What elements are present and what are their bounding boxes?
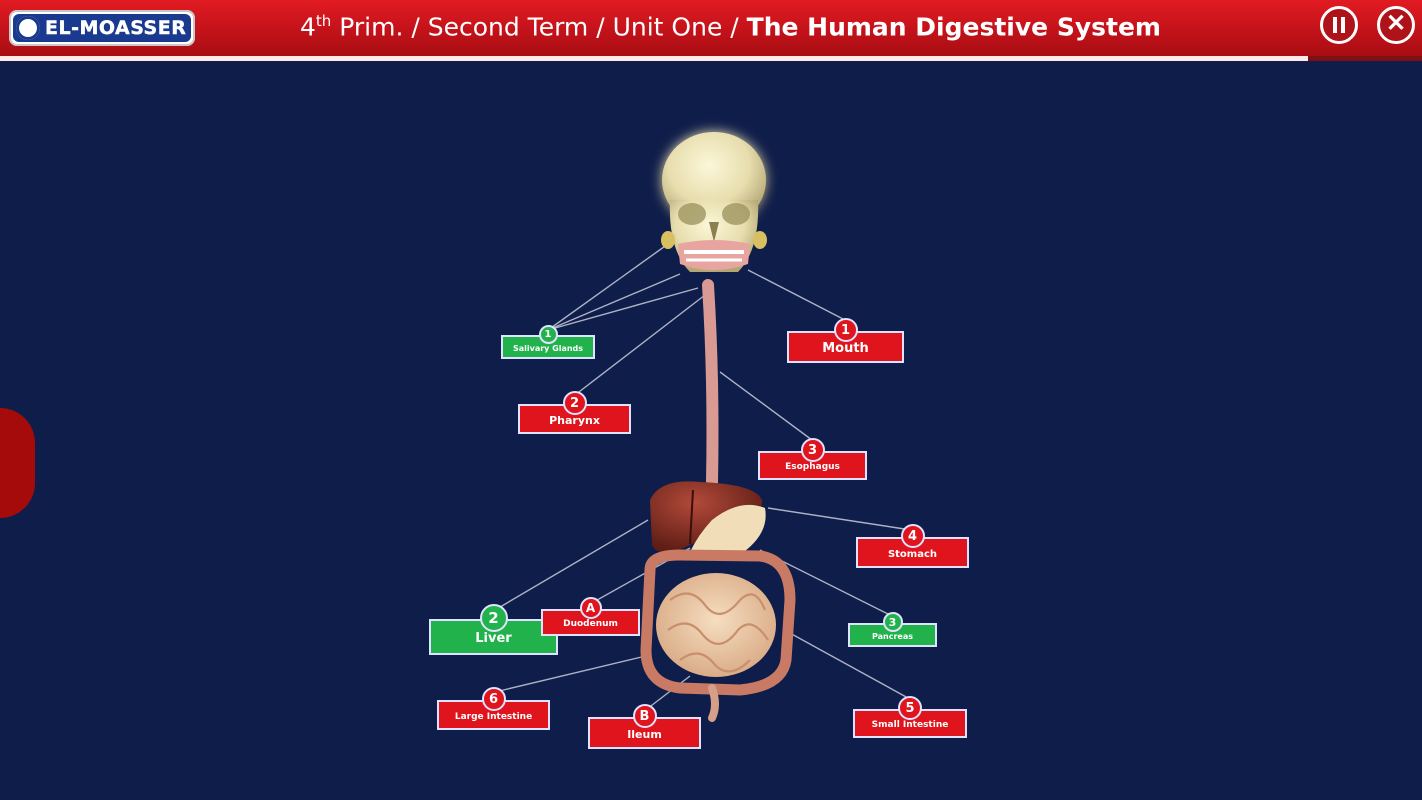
close-button[interactable]: ✕: [1377, 6, 1415, 44]
esophagus-illustration: [702, 279, 719, 488]
digestive-organs-illustration: [640, 481, 796, 722]
breadcrumb-grade: 4: [300, 12, 316, 42]
progress-bar: [0, 56, 1422, 61]
label-number-badge: 2: [562, 391, 587, 415]
breadcrumb-path: Prim. / Second Term / Unit One /: [331, 12, 747, 42]
pause-button[interactable]: [1320, 6, 1358, 44]
skull-illustration: [661, 132, 767, 272]
pause-icon: [1333, 17, 1345, 33]
globe-icon: [16, 16, 40, 40]
breadcrumb-current: The Human Digestive System: [746, 12, 1161, 42]
label-number-badge: 3: [800, 438, 825, 462]
label-number-badge: 5: [898, 696, 922, 720]
logo-text: EL-MOASSER: [45, 17, 187, 39]
label-number-badge: 1: [538, 325, 558, 344]
close-icon: ✕: [1385, 10, 1407, 37]
label-number-badge: 1: [833, 318, 858, 342]
top-bar: EL-MOASSER 4th Prim. / Second Term / Uni…: [0, 0, 1422, 56]
breadcrumb-grade-suffix: th: [315, 12, 332, 30]
label-number-badge: 6: [481, 687, 506, 711]
label-number-badge: A: [579, 597, 602, 619]
label-number-badge: 3: [882, 612, 903, 632]
el-moasser-logo: EL-MOASSER: [9, 10, 195, 46]
progress-fill: [0, 56, 1309, 61]
breadcrumb: 4th Prim. / Second Term / Unit One / The…: [300, 12, 1161, 41]
label-number-badge: 4: [900, 524, 925, 548]
label-number-badge: 2: [479, 604, 508, 632]
label-number-badge: B: [632, 704, 657, 728]
label-box: Stomach: [856, 537, 969, 569]
side-menu-tab[interactable]: [0, 408, 35, 518]
